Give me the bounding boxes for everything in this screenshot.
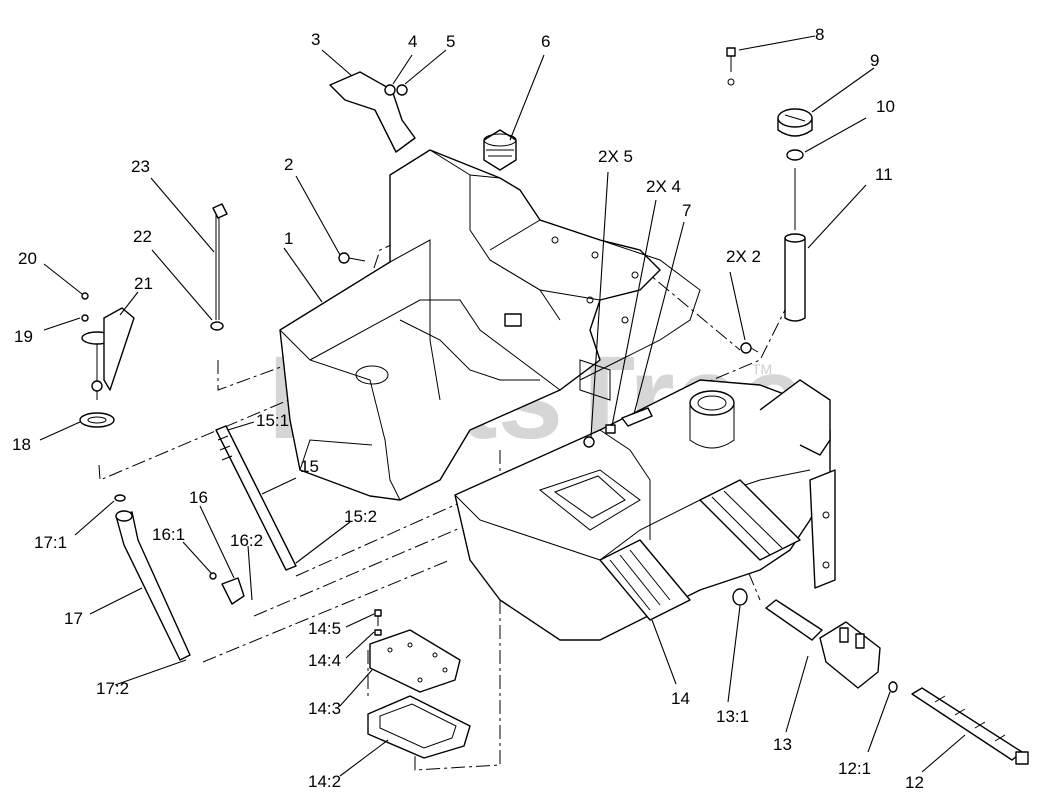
fuel-line-part-12 [911, 687, 1029, 765]
cover-plate-part-14-3 [369, 629, 461, 693]
gasket-part-18 [79, 412, 115, 428]
nut-part-5 [396, 84, 408, 96]
vent-cap-part-6 [483, 129, 517, 171]
callout-8: 8 [815, 25, 824, 44]
callout-3: 3 [311, 30, 320, 49]
callout-17-1: 17:1 [34, 533, 67, 552]
callout-17: 17 [64, 609, 83, 628]
callout-12-1: 12:1 [838, 759, 871, 778]
hose-part-17 [114, 494, 191, 661]
fitting-part-16 [209, 572, 245, 605]
callout-16-2: 16:2 [230, 531, 263, 550]
callout-5: 5 [446, 32, 455, 51]
washer-part-14-4 [374, 629, 382, 636]
callout-14-4: 14:4 [308, 651, 341, 670]
bolt-part-2x2 [740, 342, 759, 354]
callout-2x4: 2X 4 [646, 177, 681, 196]
callout-2x5: 2X 5 [598, 147, 633, 166]
callout-13: 13 [773, 735, 792, 754]
callout-20: 20 [18, 249, 37, 268]
fuel-tank [279, 149, 661, 501]
washer-part-4 [384, 84, 396, 96]
callout-14: 14 [671, 689, 690, 708]
callout-15-2: 15:2 [344, 507, 377, 526]
bolt-part-2 [338, 252, 366, 264]
washer-part-19 [81, 314, 89, 322]
washer-part-2x4 [605, 424, 616, 434]
hose-part-15 [215, 425, 297, 571]
callout-17-2: 17:2 [96, 679, 129, 698]
oring-part-13-1 [732, 588, 748, 606]
callout-7: 7 [682, 201, 691, 220]
fuel-sender-part-21 [81, 307, 135, 400]
callout-6: 6 [541, 32, 550, 51]
gasket-plate-part-14-2 [367, 695, 471, 759]
watermark-trademark: TM [752, 361, 772, 377]
callout-21: 21 [134, 274, 153, 293]
fuel-cap-part-9 [777, 108, 813, 137]
lower-tank-frame [454, 379, 836, 641]
callout-11: 11 [875, 165, 893, 184]
screw-part-20 [81, 292, 89, 300]
nut-part-2x5 [583, 436, 595, 448]
leader-lines [39, 35, 966, 777]
grommet-part-22 [210, 321, 224, 331]
callout-2: 2 [284, 155, 293, 174]
screw-part-14-5 [374, 609, 382, 626]
callout-22: 22 [133, 227, 152, 246]
callout-13-1: 13:1 [716, 707, 749, 726]
callout-1: 1 [284, 229, 293, 248]
callout-labels: 1 2 3 4 5 6 2X 5 2X 4 7 8 9 10 11 2X 2 2… [12, 25, 924, 792]
washer-part-12-1 [888, 681, 898, 693]
screw-part-8 [726, 47, 736, 86]
callout-4: 4 [408, 32, 417, 51]
filler-tube-part-11 [784, 233, 806, 322]
callout-10: 10 [876, 97, 895, 116]
callout-18: 18 [12, 435, 31, 454]
callout-19: 19 [14, 327, 33, 346]
rear-frame-outline [489, 219, 701, 401]
gasket-part-10 [786, 149, 804, 161]
vent-tube-part-23 [212, 203, 228, 320]
callout-15-1: 15:1 [256, 411, 289, 430]
callout-14-5: 14:5 [308, 619, 341, 638]
shutoff-valve-part-13 [765, 599, 881, 689]
callout-23: 23 [131, 157, 150, 176]
bracket-part-3 [329, 71, 416, 153]
callout-16: 16 [189, 488, 208, 507]
callout-2x2: 2X 2 [726, 247, 761, 266]
clamp-part-7 [621, 407, 653, 427]
callout-15: 15 [300, 457, 319, 476]
callout-12: 12 [905, 773, 924, 792]
callout-9: 9 [870, 51, 879, 70]
callout-14-3: 14:3 [308, 699, 341, 718]
callout-14-2: 14:2 [308, 772, 341, 791]
callout-16-1: 16:1 [152, 525, 185, 544]
